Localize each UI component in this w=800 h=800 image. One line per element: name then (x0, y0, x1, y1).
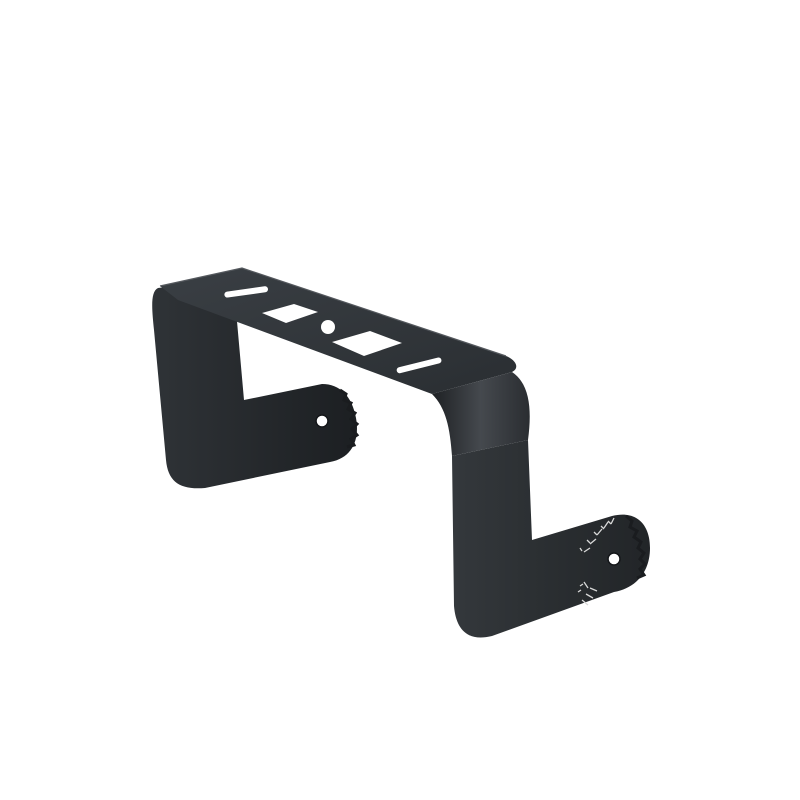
top-square-hole-right (332, 331, 402, 356)
right-serrated-edge (625, 514, 648, 580)
left-mount-hole (316, 415, 328, 427)
left-serrated-edge (339, 388, 360, 449)
angle-scale-markings (577, 517, 615, 606)
right-leg (452, 440, 650, 638)
top-slot-right (396, 357, 442, 374)
right-bend (432, 372, 530, 456)
top-square-hole-left (262, 304, 318, 323)
top-plate (159, 267, 517, 394)
right-mount-hole (608, 553, 620, 565)
top-slot-left (224, 286, 269, 298)
left-leg (152, 284, 360, 489)
top-center-hole (321, 320, 335, 334)
